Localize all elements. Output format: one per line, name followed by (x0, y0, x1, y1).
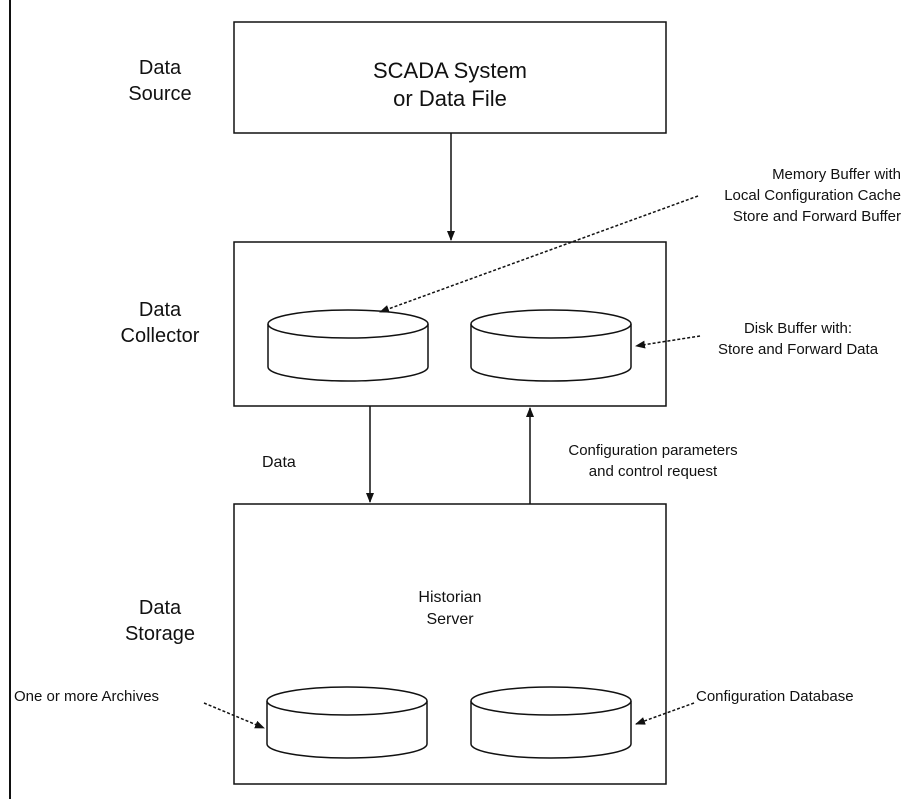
archives-pointer (203, 702, 265, 729)
historian-server-label: Historian Server (418, 589, 482, 628)
tier-label-collector: Data Collector (120, 299, 200, 347)
collector-box (233, 241, 667, 407)
config-db-pointer (635, 702, 695, 725)
disk-buffer-note: Disk Buffer with: Store and Forward Data (717, 320, 879, 358)
memory-buffer-pointer (379, 195, 699, 313)
archives-cylinder (266, 686, 428, 759)
config-database-cylinder (470, 686, 632, 759)
scada-system-label: SCADA System or Data File (372, 58, 528, 111)
config-params-note: Configuration parameters and control req… (568, 442, 738, 480)
tier-label-source: Data Source (128, 57, 192, 105)
scada-box (233, 21, 667, 134)
archives-note: One or more Archives (14, 688, 160, 705)
storage-box (233, 503, 667, 785)
disk-buffer-cylinder (470, 309, 632, 382)
memory-buffer-cylinder (267, 309, 429, 382)
memory-buffer-note: Memory Buffer with Local Configuration C… (724, 166, 901, 225)
data-flow-label: Data (262, 454, 296, 471)
tier-label-storage: Data Storage (124, 597, 196, 645)
disk-buffer-pointer (635, 335, 701, 349)
config-database-note: Configuration Database (696, 688, 854, 705)
